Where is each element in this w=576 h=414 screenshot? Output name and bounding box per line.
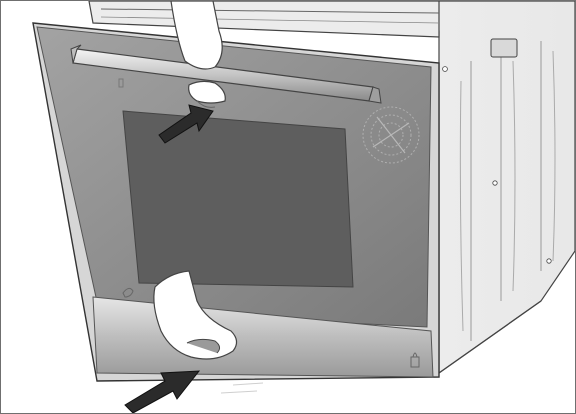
oven-window — [123, 111, 353, 287]
motion-lines — [221, 383, 263, 393]
